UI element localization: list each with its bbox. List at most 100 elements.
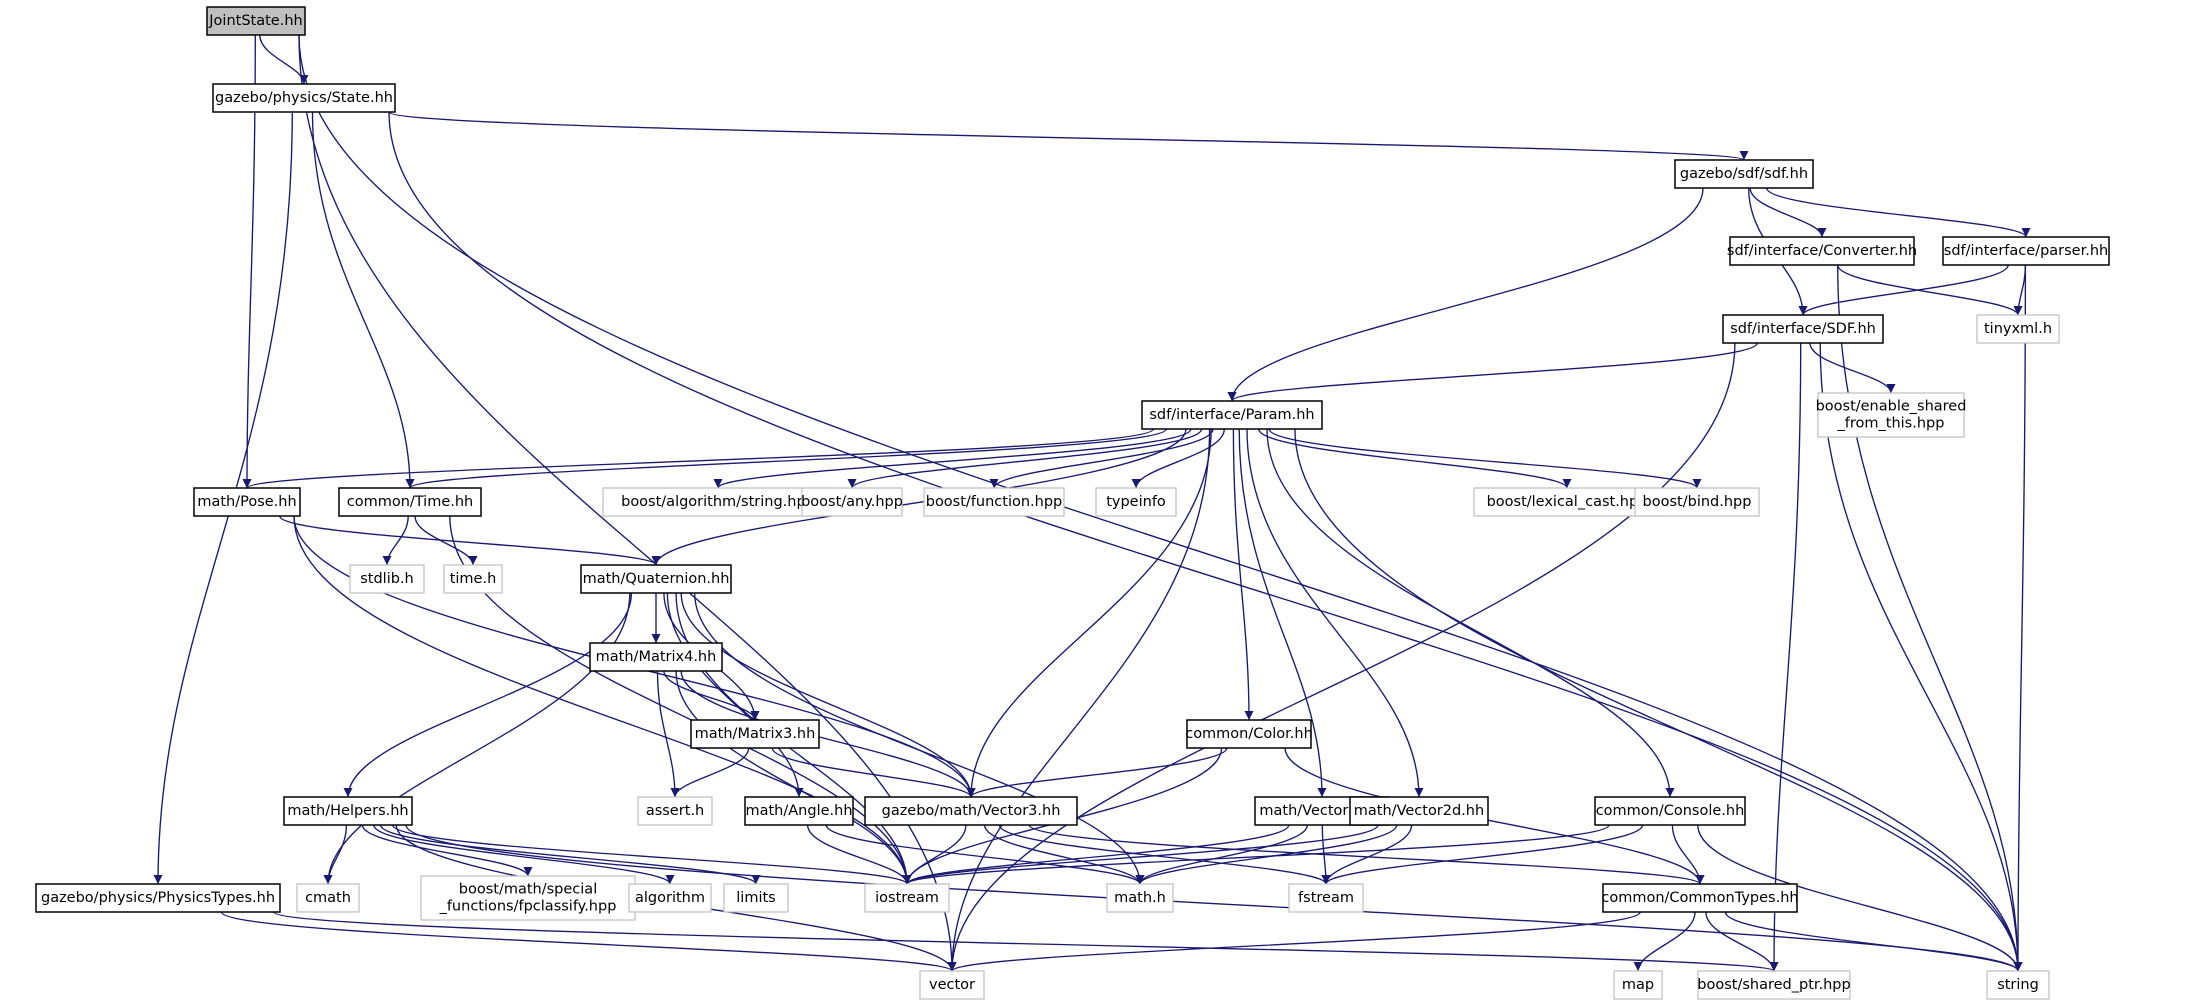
edge-sdfhh-to-converter — [1749, 187, 1827, 238]
node-label-vec2d: math/Vector2d.hh — [1354, 803, 1484, 819]
edge-param-to-blex — [1258, 428, 1572, 489]
node-stdlib: stdlib.h — [349, 564, 425, 594]
node-mat4[interactable]: math/Matrix4.hh — [589, 642, 723, 672]
node-console[interactable]: common/Console.hh — [1594, 796, 1746, 826]
edge-param-to-typeinfo — [1131, 428, 1225, 489]
node-label-bshared: boost/shared_ptr.hpp — [1697, 977, 1850, 993]
node-label-blex: boost/lexical_cast.hpp — [1487, 494, 1648, 510]
node-box-root — [206, 6, 306, 36]
edge-console-to-fstream — [1321, 824, 1644, 885]
node-box-sdfif — [1722, 314, 1884, 344]
node-vec3[interactable]: gazebo/math/Vector3.hh — [864, 796, 1078, 826]
edge-ctypes-to-map — [1633, 911, 1696, 972]
edge-sdfif-to-vector — [947, 342, 1736, 972]
node-sdfif[interactable]: sdf/interface/SDF.hh — [1722, 314, 1884, 344]
node-parser[interactable]: sdf/interface/parser.hh — [1942, 236, 2110, 266]
edge-converter-to-string — [1837, 264, 2023, 972]
edge-param-to-string — [1294, 428, 2023, 972]
edge-param-to-bstr — [713, 428, 1192, 489]
node-state[interactable]: gazebo/physics/State.hh — [212, 83, 396, 113]
edge-quat-to-vec3 — [680, 592, 976, 798]
node-label-fstream: fstream — [1298, 890, 1354, 906]
node-mathh: math.h — [1106, 883, 1174, 913]
edge-vec2i-to-iostream — [902, 824, 1290, 885]
node-fpclass: boost/math/special_functions/fpclassify.… — [420, 875, 636, 921]
node-quat[interactable]: math/Quaternion.hh — [580, 564, 732, 594]
edge-vec2d-to-fstream — [1321, 824, 1413, 885]
edge-helpers-to-cmath — [323, 824, 348, 885]
node-label-vec3: gazebo/math/Vector3.hh — [882, 803, 1061, 819]
node-color[interactable]: common/Color.hh — [1185, 719, 1313, 749]
node-box-color — [1186, 719, 1312, 749]
node-label-bstr: boost/algorithm/string.hpp — [621, 494, 815, 510]
edge-root-to-state — [259, 34, 309, 85]
edge-quat-to-helpers — [343, 592, 633, 798]
edge-console-to-ctypes — [1671, 824, 1705, 885]
edge-param-to-bfunc — [989, 428, 1214, 489]
node-sdfhh[interactable]: gazebo/sdf/sdf.hh — [1674, 159, 1814, 189]
edge-vec2d-to-iostream — [902, 824, 1379, 885]
node-label-quat: math/Quaternion.hh — [583, 571, 730, 587]
edge-parser-to-string — [2013, 264, 2027, 972]
node-box-assert — [637, 796, 713, 826]
node-box-stdlib — [349, 564, 425, 594]
edge-quat-to-angle — [666, 592, 804, 798]
node-physt[interactable]: gazebo/physics/PhysicsTypes.hh — [35, 883, 281, 913]
node-converter[interactable]: sdf/interface/Converter.hh — [1727, 236, 1917, 266]
edge-state-to-string — [388, 111, 2023, 972]
node-root[interactable]: JointState.hh — [206, 6, 306, 36]
edge-state-to-time — [311, 111, 415, 489]
node-bfunc: boost/function.hpp — [923, 487, 1065, 517]
edge-param-to-vec3 — [966, 428, 1212, 798]
node-param[interactable]: sdf/interface/Param.hh — [1141, 400, 1323, 430]
node-box-state — [212, 83, 396, 113]
node-box-quat — [580, 564, 732, 594]
node-label-typeinfo: typeinfo — [1106, 494, 1166, 510]
node-box-param — [1141, 400, 1323, 430]
node-box-bstr — [602, 487, 834, 517]
node-label-helpers: math/Helpers.hh — [287, 803, 408, 819]
node-box-cmath — [296, 883, 360, 913]
node-bshared: boost/shared_ptr.hpp — [1697, 970, 1851, 1000]
node-pose[interactable]: math/Pose.hh — [193, 487, 301, 517]
node-label-param: sdf/interface/Param.hh — [1149, 407, 1314, 423]
edge-root-to-vector — [298, 34, 957, 972]
node-label-color: common/Color.hh — [1185, 726, 1313, 742]
node-label-limits: limits — [736, 890, 775, 906]
node-fstream: fstream — [1288, 883, 1364, 913]
node-angle[interactable]: math/Angle.hh — [744, 796, 854, 826]
node-vec2d[interactable]: math/Vector2d.hh — [1349, 796, 1489, 826]
node-label-map: map — [1622, 977, 1654, 993]
edge-param-to-quat — [651, 428, 1187, 566]
edge-mat3-to-vec3 — [771, 747, 976, 798]
edges-layer — [153, 34, 2031, 972]
edge-param-to-color — [1232, 428, 1254, 721]
edge-color-to-ctypes — [1284, 747, 1705, 885]
nodes-layer: JointState.hh gazebo/physics/State.hh gaze… — [35, 6, 2110, 1000]
node-box-converter — [1729, 236, 1915, 266]
edge-pose-to-quat — [279, 515, 661, 566]
node-label-console: common/Console.hh — [1596, 803, 1745, 819]
node-algo: algorithm — [628, 883, 712, 913]
edge-console-to-iostream — [902, 824, 1610, 885]
node-ctypes[interactable]: common/CommonTypes.hh — [1601, 883, 1799, 913]
node-time[interactable]: common/Time.hh — [338, 487, 482, 517]
node-mat3[interactable]: math/Matrix3.hh — [690, 719, 820, 749]
edge-converter-to-tinyxml — [1837, 264, 2023, 316]
node-label-time: common/Time.hh — [347, 494, 474, 510]
node-enable: boost/enable_shared_from_this.hpp — [1816, 392, 1966, 438]
node-label-iostream: iostream — [875, 890, 939, 906]
node-box-mathh — [1106, 883, 1174, 913]
edge-param-to-console — [1266, 428, 1675, 798]
node-label-root: JointState.hh — [208, 13, 302, 29]
node-box-bany — [801, 487, 903, 517]
node-box-helpers — [283, 796, 413, 826]
node-label-cmath: cmath — [305, 890, 351, 906]
edge-helpers-to-limits — [379, 824, 761, 885]
edge-physt-to-vector — [220, 911, 957, 972]
edge-sdfif-to-param — [1227, 342, 1758, 402]
node-helpers[interactable]: math/Helpers.hh — [283, 796, 413, 826]
edge-sdfhh-to-parser — [1765, 187, 2031, 238]
node-label-fpclass: boost/math/special — [459, 882, 597, 898]
node-box-sdfhh — [1674, 159, 1814, 189]
